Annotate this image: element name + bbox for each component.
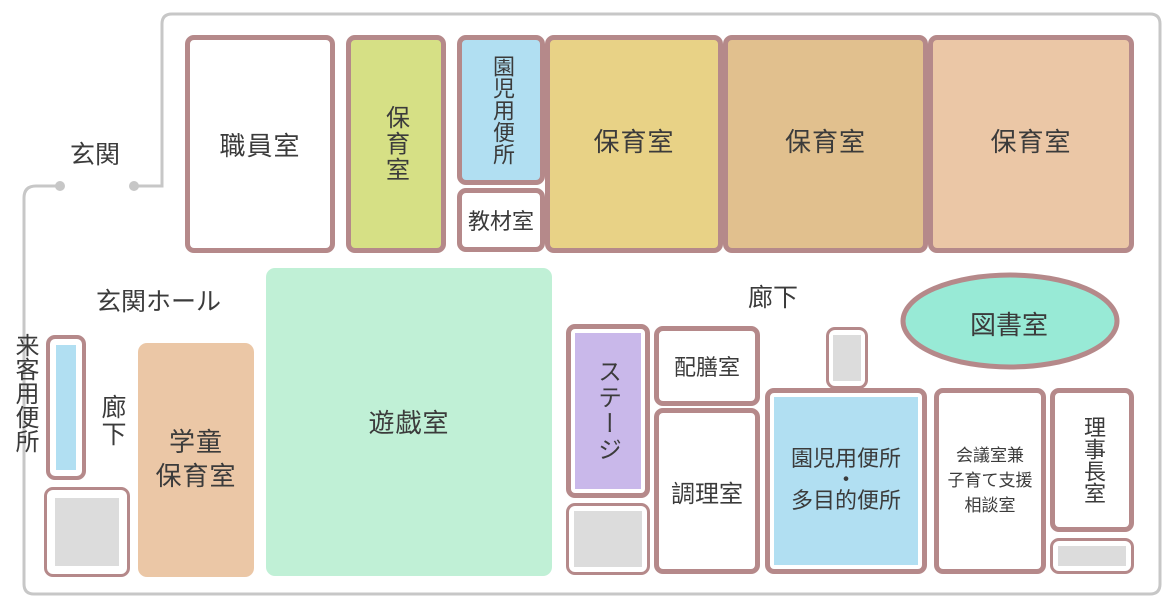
visitor-toilet [46, 335, 86, 480]
small-storage-fill [833, 335, 861, 381]
kitchen-label: 調理室 [671, 479, 743, 508]
wall-end-dot [129, 181, 139, 191]
child-toilet-top-label: 園児用便所 [489, 55, 514, 165]
stage-fill: ステージ [575, 333, 641, 489]
entrance-label: 玄関 [70, 140, 121, 169]
visitor-toilet-label: 来客用便所 [11, 333, 39, 453]
multi-toilet-label-dot: ・ [834, 468, 857, 493]
afterschool-label-2: 保育室 [155, 462, 237, 492]
library-room [900, 272, 1120, 370]
visitor-toilet-fill [56, 345, 76, 470]
corridor-left-label: 廊下 [98, 394, 127, 448]
nursery-room-2-label: 保育室 [784, 128, 866, 158]
wall-line [22, 12, 1162, 596]
multipurpose-toilet: 園児用便所 ・ 多目的便所 [765, 388, 927, 574]
nursery-room-2: 保育室 [723, 35, 928, 253]
multipurpose-toilet-fill: 園児用便所 ・ 多目的便所 [774, 397, 918, 565]
nursery-room-3: 保育室 [928, 35, 1134, 253]
storage-left-fill [55, 498, 119, 566]
meeting-label-1: 会議室兼 [956, 445, 1024, 466]
staff-room-label: 職員室 [219, 131, 301, 162]
staff-room: 職員室 [185, 35, 335, 253]
director-room: 理事長室 [1050, 388, 1134, 532]
wall-end-dot [55, 181, 65, 191]
afterschool-room: 学童 保育室 [138, 343, 254, 577]
director-room-label: 理事長室 [1080, 416, 1105, 504]
materials-room-label: 教材室 [467, 210, 534, 235]
entrance-hall-label: 玄関ホール [96, 287, 222, 316]
small-storage [826, 327, 868, 389]
child-toilet-top: 園児用便所 [457, 35, 545, 185]
meeting-label-3: 相談室 [964, 495, 1016, 516]
storage-stage-fill [574, 511, 642, 567]
multi-toilet-label-1: 園児用便所 [790, 447, 901, 472]
stage: ステージ [566, 324, 650, 498]
storage-stage [566, 503, 650, 575]
nursery-room-1: 保育室 [545, 35, 723, 253]
storage-director-fill [1058, 546, 1126, 566]
nursery-room-3-label: 保育室 [990, 128, 1072, 158]
meeting-label-2: 子育て支援 [947, 470, 1033, 491]
meeting-room: 会議室兼 子育て支援 相談室 [934, 388, 1046, 574]
nursery-room-1-label: 保育室 [593, 128, 675, 158]
nursery-room-small: 保育室 [346, 35, 446, 253]
library-label: 図書室 [970, 311, 1049, 341]
afterschool-label-1: 学童 [168, 428, 223, 458]
multi-toilet-label-2: 多目的便所 [790, 489, 901, 514]
playroom-label: 遊戯室 [368, 409, 450, 439]
materials-room: 教材室 [457, 188, 545, 252]
nursery-room-small-label: 保育室 [381, 105, 410, 183]
storage-left [44, 487, 130, 577]
corridor-label: 廊下 [748, 283, 799, 312]
storage-director [1050, 538, 1134, 574]
serving-room: 配膳室 [654, 326, 760, 406]
playroom: 遊戯室 [266, 268, 552, 576]
kitchen: 調理室 [654, 408, 760, 574]
serving-room-label: 配膳室 [673, 356, 740, 381]
stage-label: ステージ [593, 359, 622, 463]
